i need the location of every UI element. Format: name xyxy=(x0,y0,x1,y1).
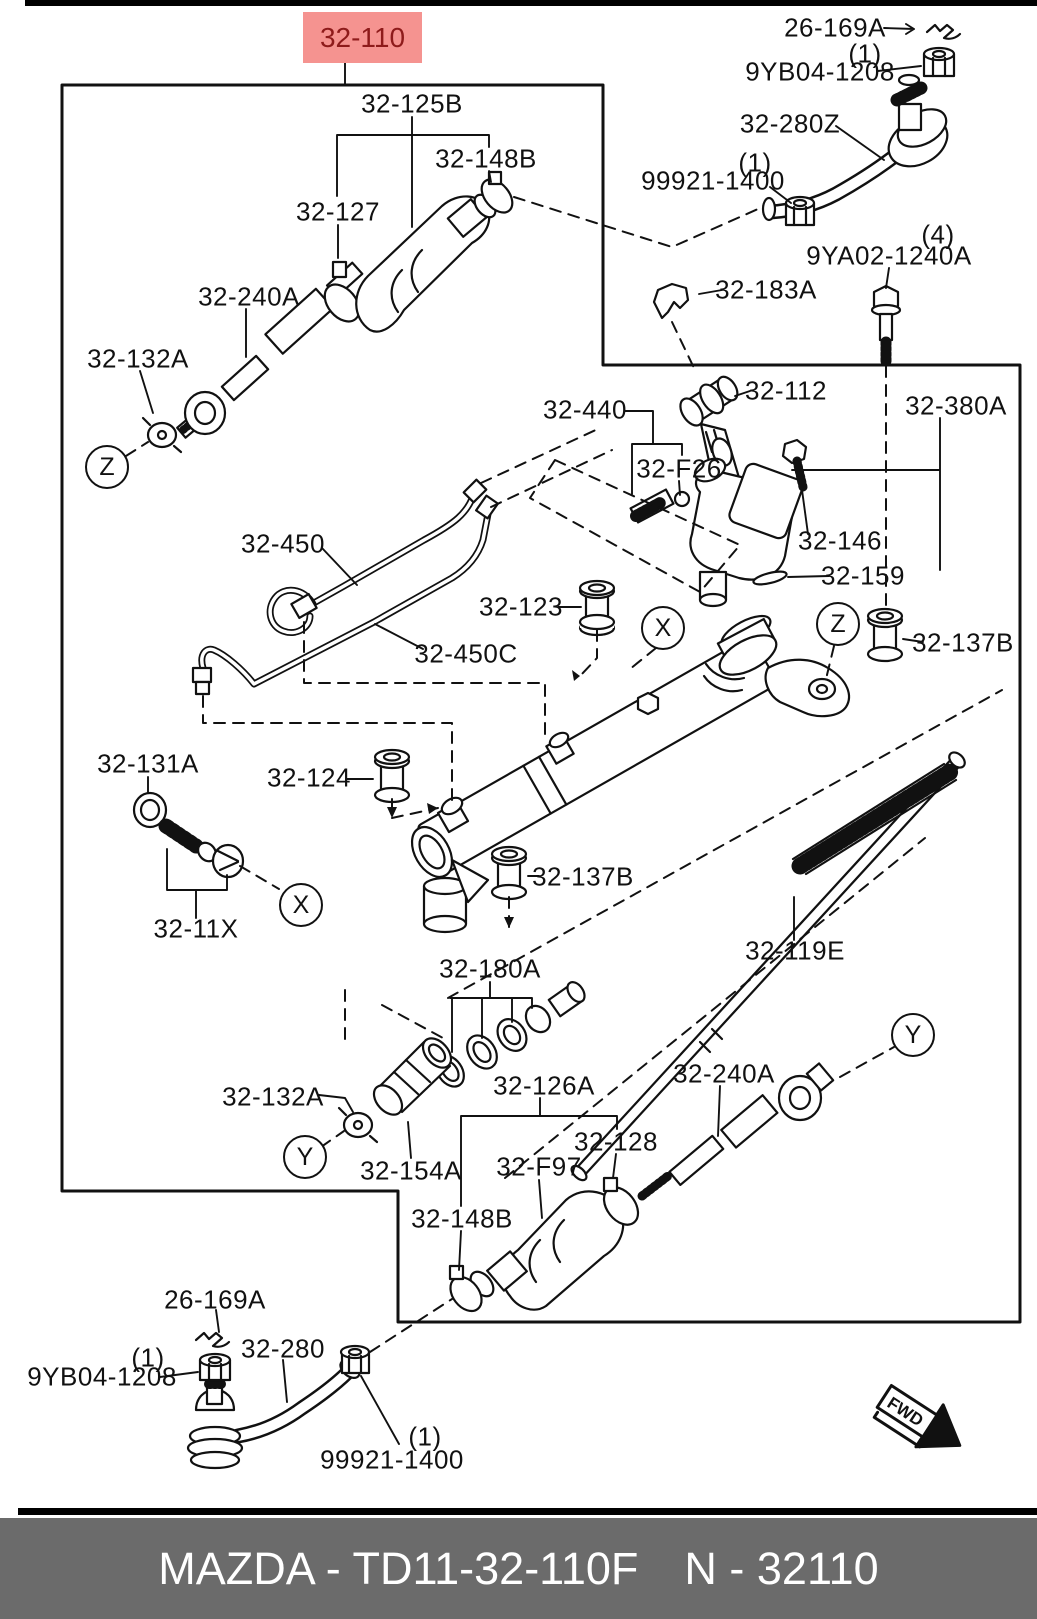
part-label-32-F97: 32-F97 xyxy=(496,1151,582,1182)
footer-brand-code: MAZDA - TD11-32-110F xyxy=(158,1542,639,1594)
qty-label-4: (4) xyxy=(921,219,955,250)
dashed-arrowheads xyxy=(387,670,580,928)
lock-washer-32-132A-bottom xyxy=(342,1111,374,1139)
part-label-32-280Z: 32-280Z xyxy=(739,108,841,139)
fwd-arrow: FWD xyxy=(872,1384,962,1449)
part-label-32-240A: 32-240A xyxy=(198,281,300,312)
bolt-9YA02-1240A xyxy=(870,284,902,368)
boot-32-F97-group xyxy=(448,1062,835,1313)
part-label-32-127: 32-127 xyxy=(296,196,380,227)
part-label-32-183A: 32-183A xyxy=(715,274,817,305)
rack-housing xyxy=(410,614,851,934)
part-label-32-240A: 32-240A xyxy=(673,1058,775,1089)
nut-9YB04-1208-top xyxy=(922,46,956,78)
part-label-32-131A: 32-131A xyxy=(97,748,199,779)
part-label-32-450: 32-450 xyxy=(241,528,325,559)
cotter-pin-26-169A-top xyxy=(925,23,962,40)
part-label-32-137B: 32-137B xyxy=(532,861,634,892)
diagram-frame xyxy=(60,83,1022,1324)
valve-housing xyxy=(689,422,804,608)
pipes-32-450 xyxy=(191,478,499,696)
part-label-32-180A: 32-180A xyxy=(439,953,541,984)
section-marker-X: X xyxy=(279,883,323,927)
section-marker-X: X xyxy=(641,606,685,650)
qty-label-1: (1) xyxy=(848,38,882,69)
part-label-32-11X: 32-11X xyxy=(153,913,239,944)
part-label-32-159: 32-159 xyxy=(821,560,905,591)
part-label-32-126A: 32-126A xyxy=(493,1070,595,1101)
leader-lines xyxy=(139,23,941,1445)
part-label-9YB04-1208: 9YB04-1208 xyxy=(745,56,895,87)
seal-32-112 xyxy=(679,375,739,427)
bushing-32-123 xyxy=(578,579,616,637)
rack-bar-32-119E xyxy=(570,751,966,1182)
part-label-32-112: 32-112 xyxy=(744,375,828,406)
part-label-32-125B: 32-125B xyxy=(361,88,463,119)
part-label-99921-1400: 99921-1400 xyxy=(320,1444,464,1475)
mount-arm xyxy=(764,658,851,718)
bolt-32-146 xyxy=(781,438,808,492)
part-label-32-148B: 32-148B xyxy=(435,143,537,174)
bushing-32-137B-mid xyxy=(490,845,528,901)
part-label-32-146: 32-146 xyxy=(798,525,882,556)
qty-label-1: (1) xyxy=(408,1421,442,1452)
inner-tie-rod-bottom xyxy=(637,1062,835,1201)
section-marker-Z: Z xyxy=(85,445,129,489)
o-ring-32-159 xyxy=(752,570,788,586)
part-label-32-148B: 32-148B xyxy=(411,1203,513,1234)
boot-32-154A xyxy=(337,1037,453,1144)
part-label-32-124: 32-124 xyxy=(267,762,351,793)
dashed-lines xyxy=(125,196,1003,1353)
bushing-32-124 xyxy=(373,748,411,804)
seal-kit-32-180A xyxy=(435,981,586,1088)
footer-bar: MAZDA - TD11-32-110F N - 32110 xyxy=(0,1518,1037,1619)
part-label-32-F26: 32-F26 xyxy=(636,453,722,484)
part-label-9YB04-1208: 9YB04-1208 xyxy=(27,1361,177,1392)
tie-rod-end-top xyxy=(761,23,962,227)
qty-label-1: (1) xyxy=(131,1342,165,1373)
footer-divider xyxy=(18,1508,1037,1515)
scan-edge-strip xyxy=(25,0,1037,6)
highlighted-part-number[interactable]: 32-110 xyxy=(303,12,422,63)
part-label-32-128: 32-128 xyxy=(574,1126,658,1157)
part-label-32-137B: 32-137B xyxy=(912,627,1014,658)
footer-catalog-number: N - 32110 xyxy=(684,1542,879,1594)
section-marker-Y: Y xyxy=(283,1135,327,1179)
fitting-32-F26 xyxy=(629,488,691,524)
part-label-32-280: 32-280 xyxy=(241,1333,325,1364)
nut-99921-1400-bottom xyxy=(339,1344,371,1375)
section-marker-Z: Z xyxy=(816,602,860,646)
parts-32-11X xyxy=(132,791,245,879)
part-label-26-169A: 26-169A xyxy=(784,12,886,43)
lock-washer-32-132A xyxy=(146,421,178,449)
clip-32-183A xyxy=(652,282,690,320)
cotter-pin-26-169A-bottom xyxy=(194,1331,231,1348)
nut-99921-1400-top xyxy=(784,195,816,227)
part-label-26-169A: 26-169A xyxy=(164,1284,266,1315)
bushing-32-137B-right xyxy=(866,607,904,663)
part-label-32-119E: 32-119E xyxy=(745,935,845,966)
part-label-32-154A: 32-154A xyxy=(360,1155,462,1186)
part-label-32-380A: 32-380A xyxy=(905,390,1007,421)
part-label-32-132A: 32-132A xyxy=(87,343,189,374)
nut-9YB04-1208-bottom xyxy=(198,1352,232,1382)
inner-tie-rod-top xyxy=(141,170,514,454)
part-label-32-450C: 32-450C xyxy=(414,638,518,669)
part-label-32-132A: 32-132A xyxy=(222,1081,324,1112)
part-label-32-123: 32-123 xyxy=(479,591,563,622)
qty-label-1: (1) xyxy=(738,147,772,178)
tie-rod-end-bottom xyxy=(186,1331,371,1470)
part-label-32-440: 32-440 xyxy=(543,394,627,425)
part-label-9YA02-1240A: 9YA02-1240A xyxy=(806,240,972,271)
part-label-99921-1400: 99921-1400 xyxy=(641,165,785,196)
section-marker-Y: Y xyxy=(891,1013,935,1057)
